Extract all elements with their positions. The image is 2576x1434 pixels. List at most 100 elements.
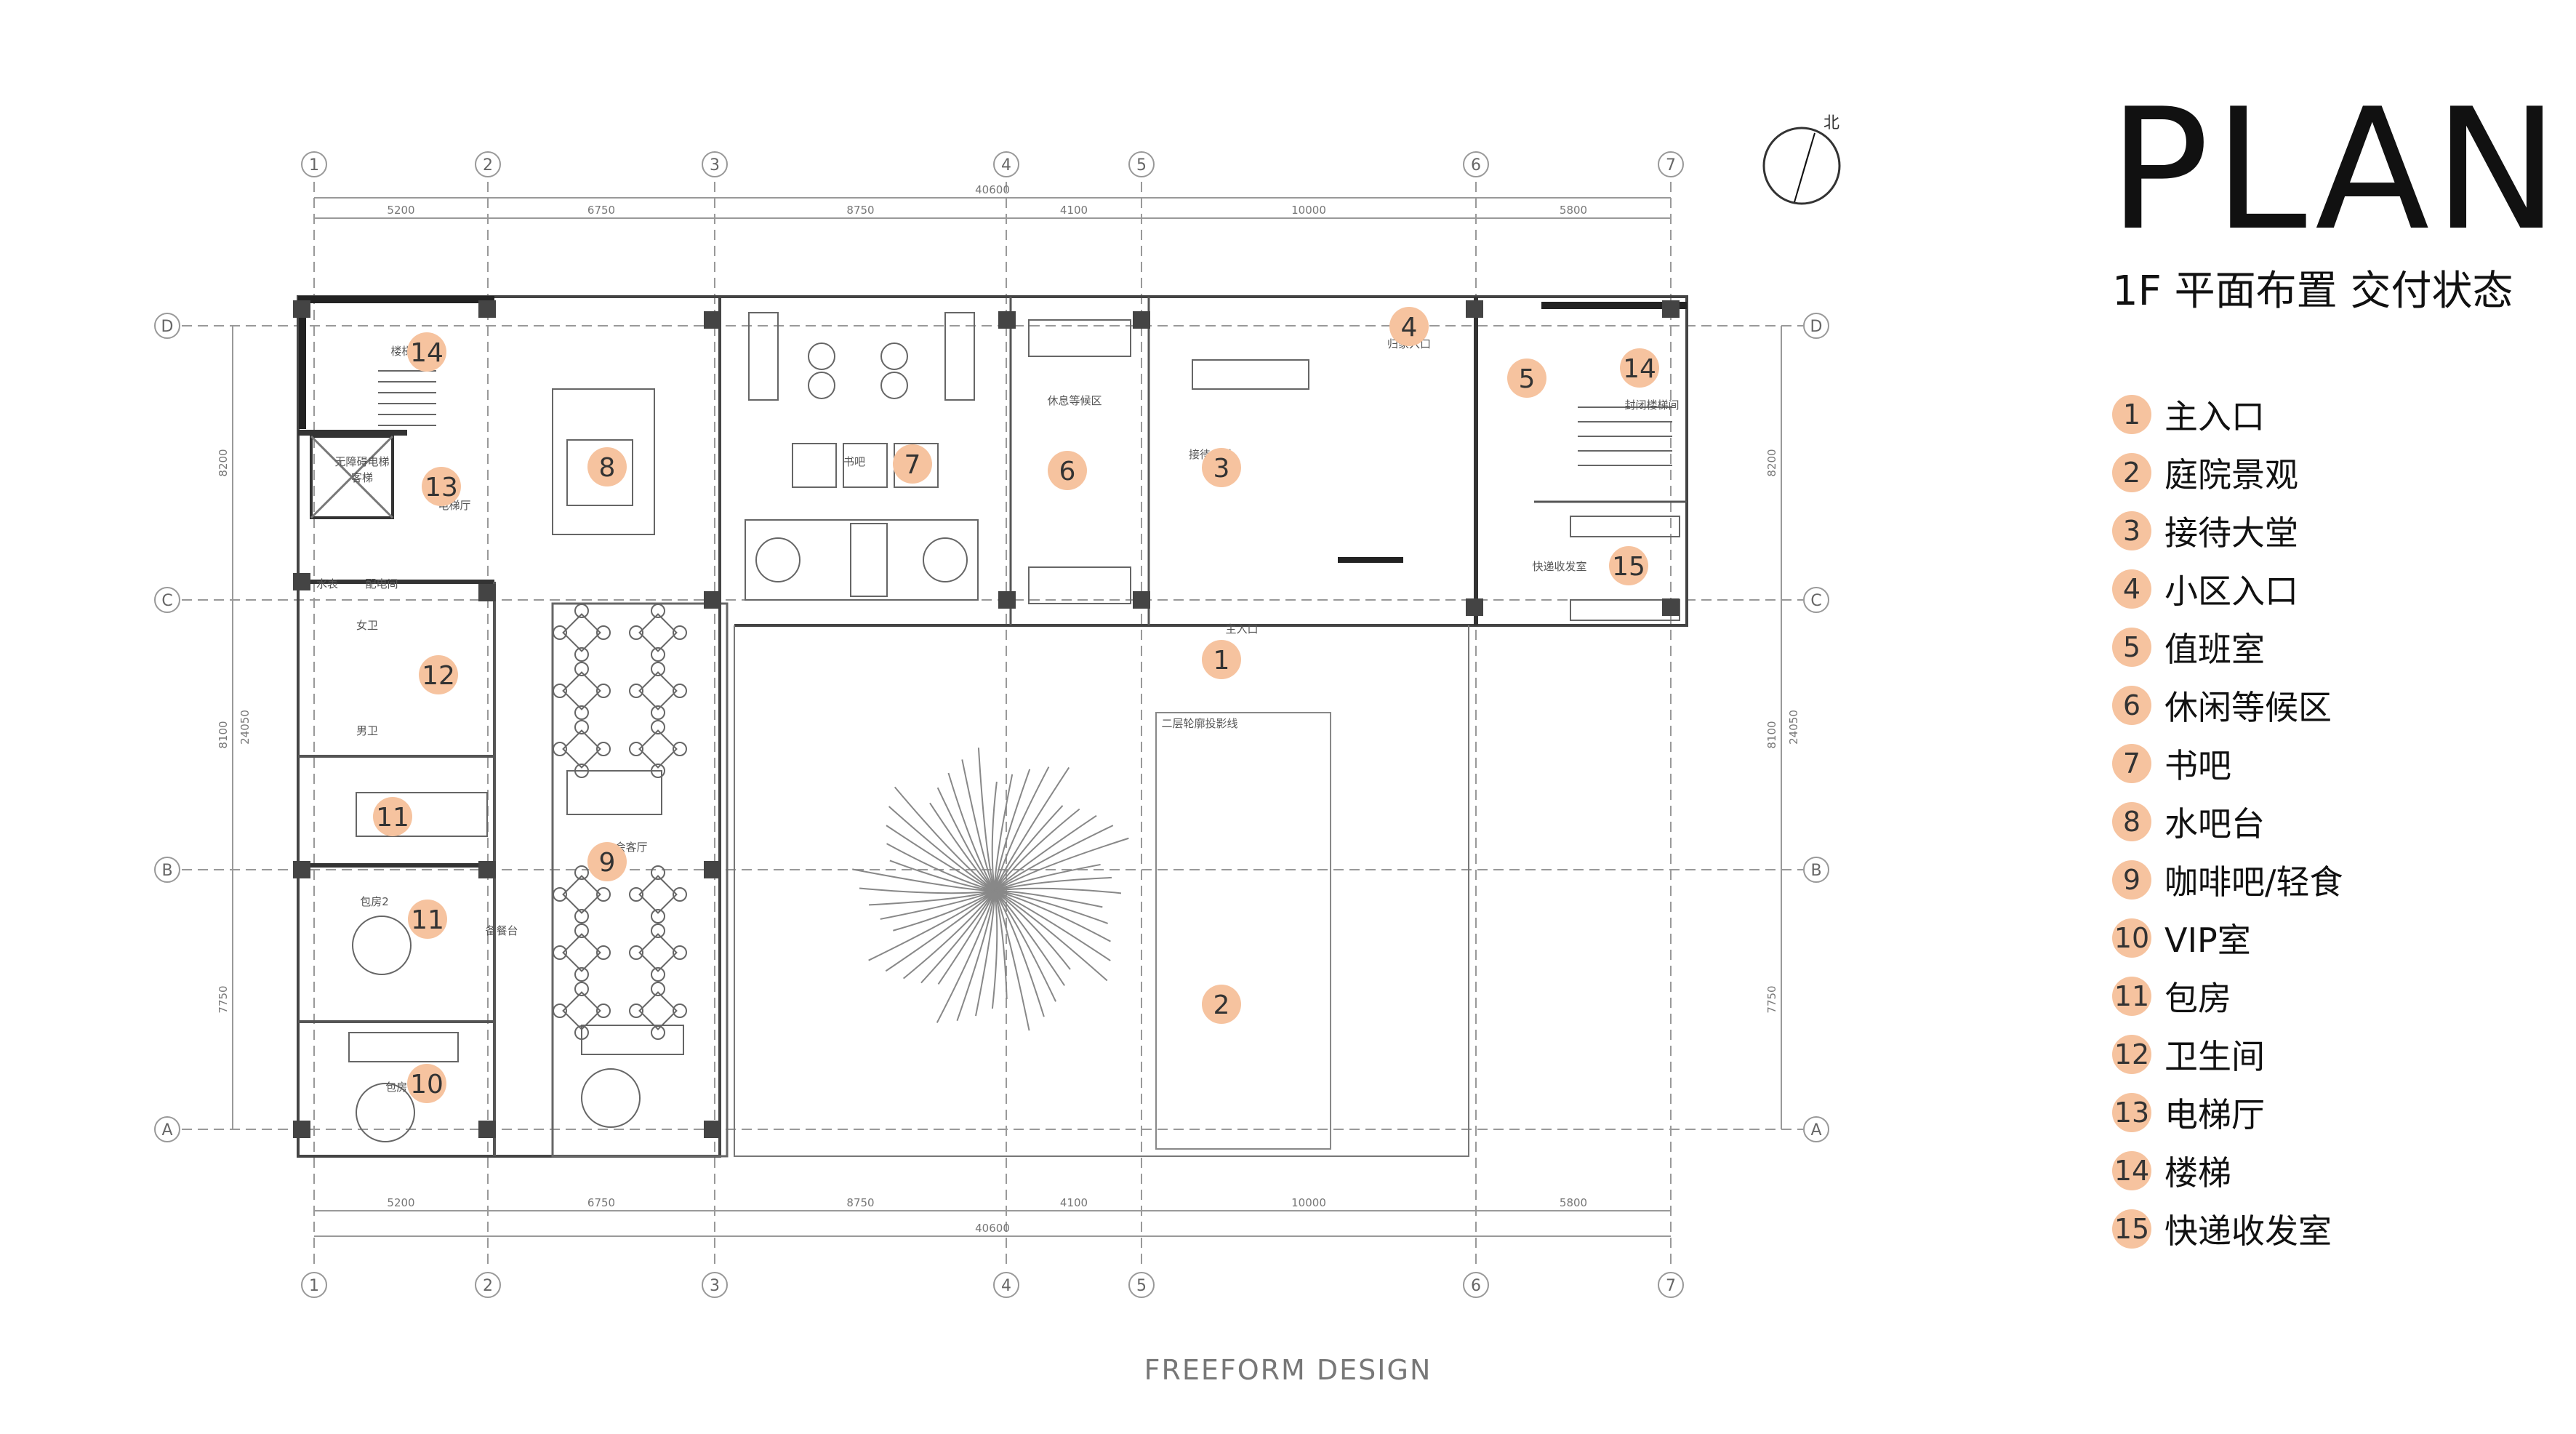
room-marker-number: 11 (376, 803, 409, 833)
legend-label: 快递收发室 (2164, 1211, 2332, 1251)
room-marker (1609, 546, 1648, 585)
dimension-value: 4100 (1060, 1196, 1088, 1209)
tree-branch (994, 890, 1045, 1017)
tree-branch (994, 890, 1065, 986)
dimension-total: 40600 (975, 1222, 1010, 1235)
room-marker (893, 444, 932, 484)
tree-branch (936, 787, 995, 892)
east-stair (1570, 406, 1680, 621)
grid-row-label: D (1810, 318, 1823, 336)
grid-column-label: 3 (710, 1277, 720, 1295)
legend-number-badge: 4 (2112, 569, 2151, 609)
room-marker-number: 8 (599, 453, 616, 483)
legend-number-badge: 2 (2112, 453, 2151, 492)
dimension-value: 8200 (217, 449, 230, 476)
structural-column (1133, 591, 1150, 609)
room-marker-number: 3 (1213, 454, 1230, 484)
structural-column (293, 1121, 310, 1138)
cafe-chair (651, 662, 665, 676)
tree-branch (886, 825, 995, 892)
cafe-table (638, 671, 678, 710)
tree-branch (977, 748, 995, 892)
room-label: 休息等候区 (1047, 394, 1102, 407)
cafe-table (638, 875, 678, 914)
room-marker-number: 4 (1401, 313, 1418, 343)
room-marker-number: 14 (410, 338, 444, 368)
cafe-chair (629, 1004, 643, 1018)
grid-bubble (154, 313, 180, 339)
cafe-chair (651, 865, 665, 880)
cafe-chair (651, 909, 665, 924)
grid-bubble (1463, 1272, 1489, 1298)
legend-label: 咖啡吧/轻食 (2164, 862, 2343, 902)
legend-number-badge: 10 (2112, 918, 2151, 958)
cafe-chair (673, 625, 687, 640)
structural-column (478, 300, 496, 318)
courtyard-tree (852, 748, 1129, 1031)
cafe-table (638, 729, 678, 769)
cafe-chair (673, 1004, 687, 1018)
grid-row-label: D (161, 318, 174, 336)
legend-item: 15 快递收发室 (2112, 1200, 2343, 1258)
legend-number-badge: 12 (2112, 1035, 2151, 1074)
legend-label: 包房 (2164, 979, 2231, 1018)
grid-column-label: 6 (1471, 156, 1481, 175)
grid-column-label: 1 (309, 156, 319, 175)
structural-column (1466, 598, 1483, 616)
dimension-value: 5800 (1560, 1196, 1587, 1209)
dimension-value: 8100 (1765, 721, 1778, 748)
dimension-value: 5800 (1560, 204, 1587, 217)
north-label: 北 (1823, 114, 1839, 132)
cafe-chair (629, 945, 643, 960)
legend-label: 卫生间 (2164, 1037, 2265, 1076)
structural-column (704, 591, 721, 609)
cafe-chair (651, 720, 665, 734)
dimension-value: 8750 (846, 1196, 874, 1209)
room-marker (1620, 348, 1659, 388)
grid-bubble (301, 151, 327, 177)
cafe-chair (673, 684, 687, 698)
legend-number-badge: 14 (2112, 1151, 2151, 1190)
grid-bubble (1658, 151, 1684, 177)
cafe-chair (574, 909, 589, 924)
grid-column-label: 6 (1471, 1277, 1481, 1295)
grid-bubble (154, 857, 180, 883)
tree-branch (869, 890, 995, 906)
room-marker (1389, 307, 1429, 346)
grid-bubble (1128, 1272, 1155, 1298)
tree-branch (889, 860, 995, 892)
legend-number-badge: 15 (2112, 1209, 2151, 1249)
grid-column-label: 2 (483, 156, 493, 175)
tree-branch (994, 766, 1070, 892)
legend-label: 接待大堂 (2164, 513, 2298, 553)
cafe-chair (651, 924, 665, 938)
cafe-hall (551, 602, 729, 1158)
grid-bubble (1463, 151, 1489, 177)
tree-branch (994, 890, 1108, 982)
grid-column-label: 5 (1136, 1277, 1147, 1295)
legend-label: 电梯厅 (2164, 1095, 2265, 1134)
cafe-chair (651, 982, 665, 996)
room-marker (419, 655, 458, 694)
tree-branch (893, 890, 995, 932)
cafe-chair (596, 945, 611, 960)
room-label: 男卫 (356, 724, 378, 737)
cafe-table (638, 933, 678, 972)
room-label: 女卫 (356, 619, 378, 632)
room-marker-number: 9 (599, 848, 616, 878)
tree-branch (994, 887, 1122, 894)
cafe-chair (629, 625, 643, 640)
cafe-chair (553, 1004, 567, 1018)
elevator-shaft (310, 435, 394, 519)
room-label: 书吧 (843, 455, 865, 468)
cafe-chair (629, 684, 643, 698)
tree-branch (894, 786, 995, 892)
room-marker (1507, 358, 1546, 398)
tree-branch (994, 863, 1101, 892)
